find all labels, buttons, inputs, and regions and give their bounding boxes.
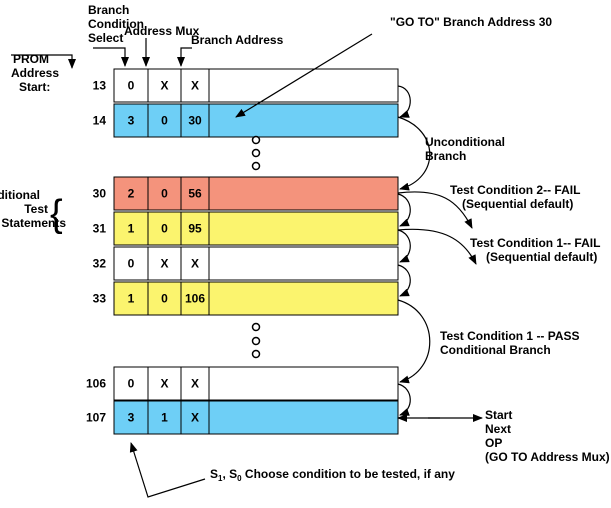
- branch-condition-select-cell: 1: [128, 222, 135, 236]
- svg-text:(Sequential default): (Sequential default): [486, 250, 597, 264]
- svg-text:Branch: Branch: [425, 149, 466, 163]
- row-background: [113, 103, 399, 138]
- row-background: [113, 366, 399, 401]
- svg-text:Next: Next: [485, 422, 511, 436]
- branch-address-cell: 30: [188, 114, 202, 128]
- prom-row: 33 1 0 106: [93, 281, 399, 316]
- svg-text:Statements: Statements: [1, 216, 66, 230]
- branch-condition-select-cell: 3: [128, 411, 135, 425]
- svg-text:Select: Select: [88, 31, 123, 45]
- flow-arrows: [235, 33, 483, 422]
- svg-text:Test: Test: [24, 202, 48, 216]
- branch-address-cell: 106: [185, 292, 205, 306]
- row-background: [113, 176, 399, 211]
- address-mux-cell: 0: [161, 292, 168, 306]
- svg-text:Test Condition 1-- FAIL: Test Condition 1-- FAIL: [470, 236, 600, 250]
- continuation-dots: [251, 135, 261, 359]
- address-mux-cell: 0: [161, 222, 168, 236]
- svg-text:(Sequential default): (Sequential default): [462, 197, 573, 211]
- svg-text:Conditional Branch: Conditional Branch: [440, 343, 551, 357]
- goto-branch-annotation: "GO TO" Branch Address 30: [390, 15, 552, 29]
- svg-text:OP: OP: [485, 436, 502, 450]
- svg-text:Condition: Condition: [88, 17, 144, 31]
- branch-address-cell: X: [191, 377, 199, 391]
- prom-row: 107 3 1 X: [86, 400, 399, 435]
- address-mux-cell: 0: [161, 187, 168, 201]
- svg-text:Test Condition 2-- FAIL: Test Condition 2-- FAIL: [450, 183, 580, 197]
- branch-address-cell: 56: [188, 187, 202, 201]
- prom-row: 32 0 X X: [93, 246, 399, 281]
- branch-address-cell: 95: [188, 222, 202, 236]
- branch-condition-select-label: Branch Condition Select: [88, 3, 144, 45]
- branch-condition-select-cell: 2: [128, 187, 135, 201]
- header-arrows: [11, 38, 192, 69]
- prom-address-start-label: PROM Address Start:: [11, 52, 59, 94]
- svg-text:Start:: Start:: [19, 80, 50, 94]
- curly-brace-icon: {: [50, 193, 63, 235]
- branch-condition-select-cell: 0: [128, 79, 135, 93]
- branch-address-label: Branch Address: [191, 33, 284, 47]
- test-condition-2-fail-annotation: Test Condition 2-- FAIL (Sequential defa…: [450, 183, 580, 211]
- conditional-test-statements-label: Conditional Test Statements: [0, 188, 66, 230]
- row-background: [113, 281, 399, 316]
- row-background: [113, 68, 399, 103]
- address-mux-cell: 1: [161, 411, 168, 425]
- select-note-arrow: [129, 442, 206, 498]
- row-background: [113, 246, 399, 281]
- address-mux-label: Address Mux: [124, 24, 200, 38]
- prom-row: 13 0 X X: [93, 68, 399, 103]
- prom-row: 106 0 X X: [86, 366, 399, 401]
- prom-row: 30 2 0 56: [93, 176, 399, 211]
- svg-text:(GO TO Address Mux): (GO TO Address Mux): [485, 450, 610, 464]
- branch-condition-select-cell: 0: [128, 257, 135, 271]
- branch-address-cell: X: [191, 257, 199, 271]
- row-address: 30: [93, 187, 107, 201]
- svg-text:Branch: Branch: [88, 3, 129, 17]
- svg-text:Unconditional: Unconditional: [425, 135, 505, 149]
- unconditional-branch-annotation: Unconditional Branch: [425, 135, 505, 163]
- row-background: [113, 211, 399, 246]
- row-address: 32: [93, 257, 107, 271]
- address-mux-cell: 0: [161, 114, 168, 128]
- test-condition-1-pass-annotation: Test Condition 1 -- PASS Conditional Bra…: [440, 329, 580, 357]
- branch-address-cell: X: [191, 79, 199, 93]
- svg-text:Conditional: Conditional: [0, 188, 40, 202]
- select-note: S1, S0 Choose condition to be tested, if…: [210, 467, 455, 483]
- svg-text:Test Condition 1 -- PASS: Test Condition 1 -- PASS: [440, 329, 580, 343]
- branch-address-cell: X: [191, 411, 199, 425]
- address-mux-cell: X: [160, 79, 168, 93]
- address-mux-cell: X: [160, 377, 168, 391]
- branch-condition-select-cell: 1: [128, 292, 135, 306]
- test-condition-1-fail-annotation: Test Condition 1-- FAIL (Sequential defa…: [470, 236, 600, 264]
- row-address: 31: [93, 222, 107, 236]
- branch-condition-select-cell: 0: [128, 377, 135, 391]
- row-background: [113, 400, 399, 435]
- svg-text:PROM: PROM: [13, 52, 49, 66]
- branch-condition-select-cell: 3: [128, 114, 135, 128]
- svg-text:Address: Address: [11, 66, 59, 80]
- row-address: 14: [93, 114, 107, 128]
- row-address: 107: [86, 411, 106, 425]
- svg-text:Start: Start: [485, 408, 512, 422]
- address-mux-cell: X: [160, 257, 168, 271]
- row-address: 13: [93, 79, 107, 93]
- prom-row: 31 1 0 95: [93, 211, 399, 246]
- row-address: 33: [93, 292, 107, 306]
- start-next-op-annotation: Start Next OP (GO TO Address Mux): [485, 408, 610, 464]
- row-address: 106: [86, 377, 106, 391]
